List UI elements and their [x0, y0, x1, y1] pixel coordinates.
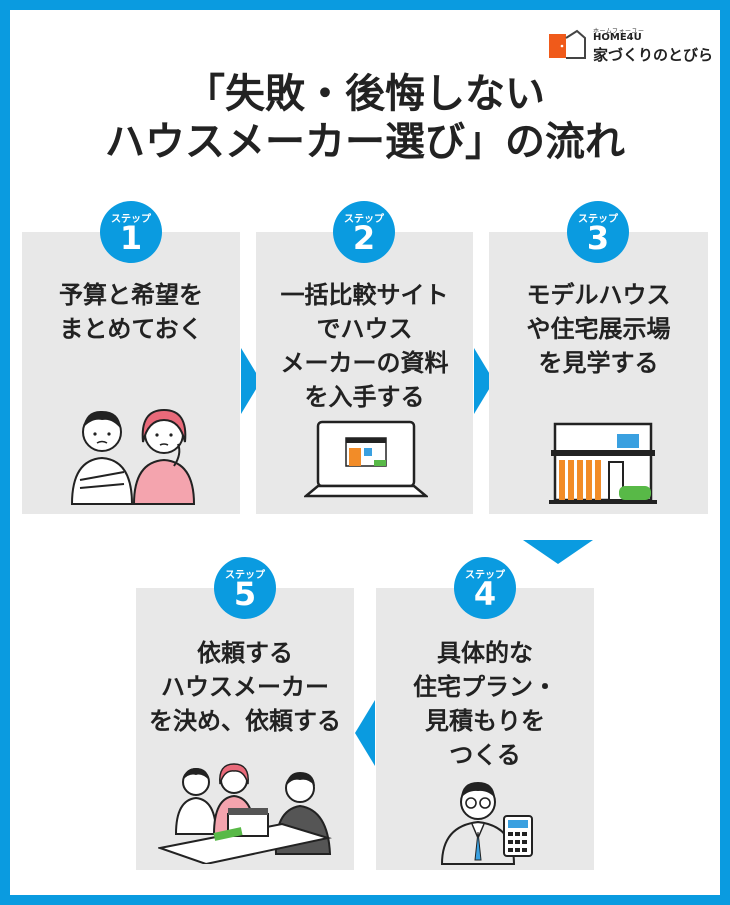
logo-kana: ホームフォーユー	[593, 28, 645, 35]
step-1-text: 予算と希望を まとめておく	[22, 278, 240, 346]
step-label: ステップ	[344, 214, 384, 225]
step-1-badge: ステップ 1	[100, 201, 162, 263]
step-text-line: 依頼する	[197, 639, 293, 667]
step-text-line: モデルハウス	[526, 281, 671, 309]
step-text-line: ハウスメーカー	[161, 673, 329, 701]
step-text-line: でハウス	[316, 315, 413, 343]
door-house-icon	[549, 29, 586, 59]
page-title: 「失敗・後悔しない ハウスメーカー選び」の流れ	[0, 70, 730, 166]
step-text-line: を決め、依頼する	[149, 707, 341, 735]
step-number: 3	[586, 219, 610, 257]
step-number: 1	[119, 219, 143, 257]
salesman-calculator-illustration	[440, 782, 533, 865]
arrow-down-icon	[523, 540, 593, 564]
couple-thinking-illustration	[70, 408, 196, 505]
step-5-card: 依頼する ハウスメーカー を決め、依頼する	[136, 588, 354, 870]
step-number: 5	[233, 575, 257, 613]
site-logo[interactable]: ホームフォーユー HOME4U 家づくりのとびら	[547, 26, 717, 64]
model-house-illustration	[549, 422, 657, 504]
meeting-illustration	[158, 763, 332, 864]
step-5-badge: ステップ 5	[214, 557, 276, 619]
step-text-line: メーカーの資料	[280, 349, 449, 377]
step-number: 2	[352, 219, 376, 257]
step-3-text: モデルハウス や住宅展示場 を見学する	[489, 278, 708, 380]
step-text-line: 見積もりを	[425, 707, 545, 735]
step-4-card: 具体的な 住宅プラン・ 見積もりを つくる	[376, 588, 594, 870]
arrow-right-icon	[474, 348, 494, 414]
logo-site-name: 家づくりのとびら	[593, 46, 714, 64]
step-text-line: を見学する	[538, 349, 659, 377]
step-2-card: 一括比較サイト でハウス メーカーの資料 を入手する	[256, 232, 473, 514]
step-3-card: モデルハウス や住宅展示場 を見学する	[489, 232, 708, 514]
step-2-badge: ステップ 2	[333, 201, 395, 263]
step-label: ステップ	[465, 570, 505, 581]
arrow-right-icon	[241, 348, 261, 414]
step-label: ステップ	[111, 214, 151, 225]
step-text-line: を入手する	[304, 383, 425, 411]
step-text-line: まとめておく	[59, 315, 203, 343]
title-line-1: 「失敗・後悔しない	[185, 71, 545, 117]
step-4-badge: ステップ 4	[454, 557, 516, 619]
title-line-2: ハウスメーカー選び」の流れ	[105, 119, 625, 165]
laptop-house-illustration	[304, 420, 428, 498]
step-label: ステップ	[225, 570, 265, 581]
arrow-left-icon	[355, 700, 375, 766]
step-text-line: つくる	[449, 741, 521, 769]
step-text-line: や住宅展示場	[526, 315, 671, 343]
step-text-line: 一括比較サイト	[280, 281, 449, 309]
step-text-line: 住宅プラン・	[413, 673, 557, 701]
step-1-card: 予算と希望を まとめておく	[22, 232, 240, 514]
step-2-text: 一括比較サイト でハウス メーカーの資料 を入手する	[256, 278, 473, 414]
step-label: ステップ	[578, 214, 618, 225]
logo-brand: HOME4U	[593, 32, 642, 43]
step-text-line: 具体的な	[437, 639, 533, 667]
step-number: 4	[473, 575, 497, 613]
step-3-badge: ステップ 3	[567, 201, 629, 263]
step-5-text: 依頼する ハウスメーカー を決め、依頼する	[136, 636, 354, 738]
step-4-text: 具体的な 住宅プラン・ 見積もりを つくる	[376, 636, 594, 772]
step-text-line: 予算と希望を	[59, 281, 203, 309]
